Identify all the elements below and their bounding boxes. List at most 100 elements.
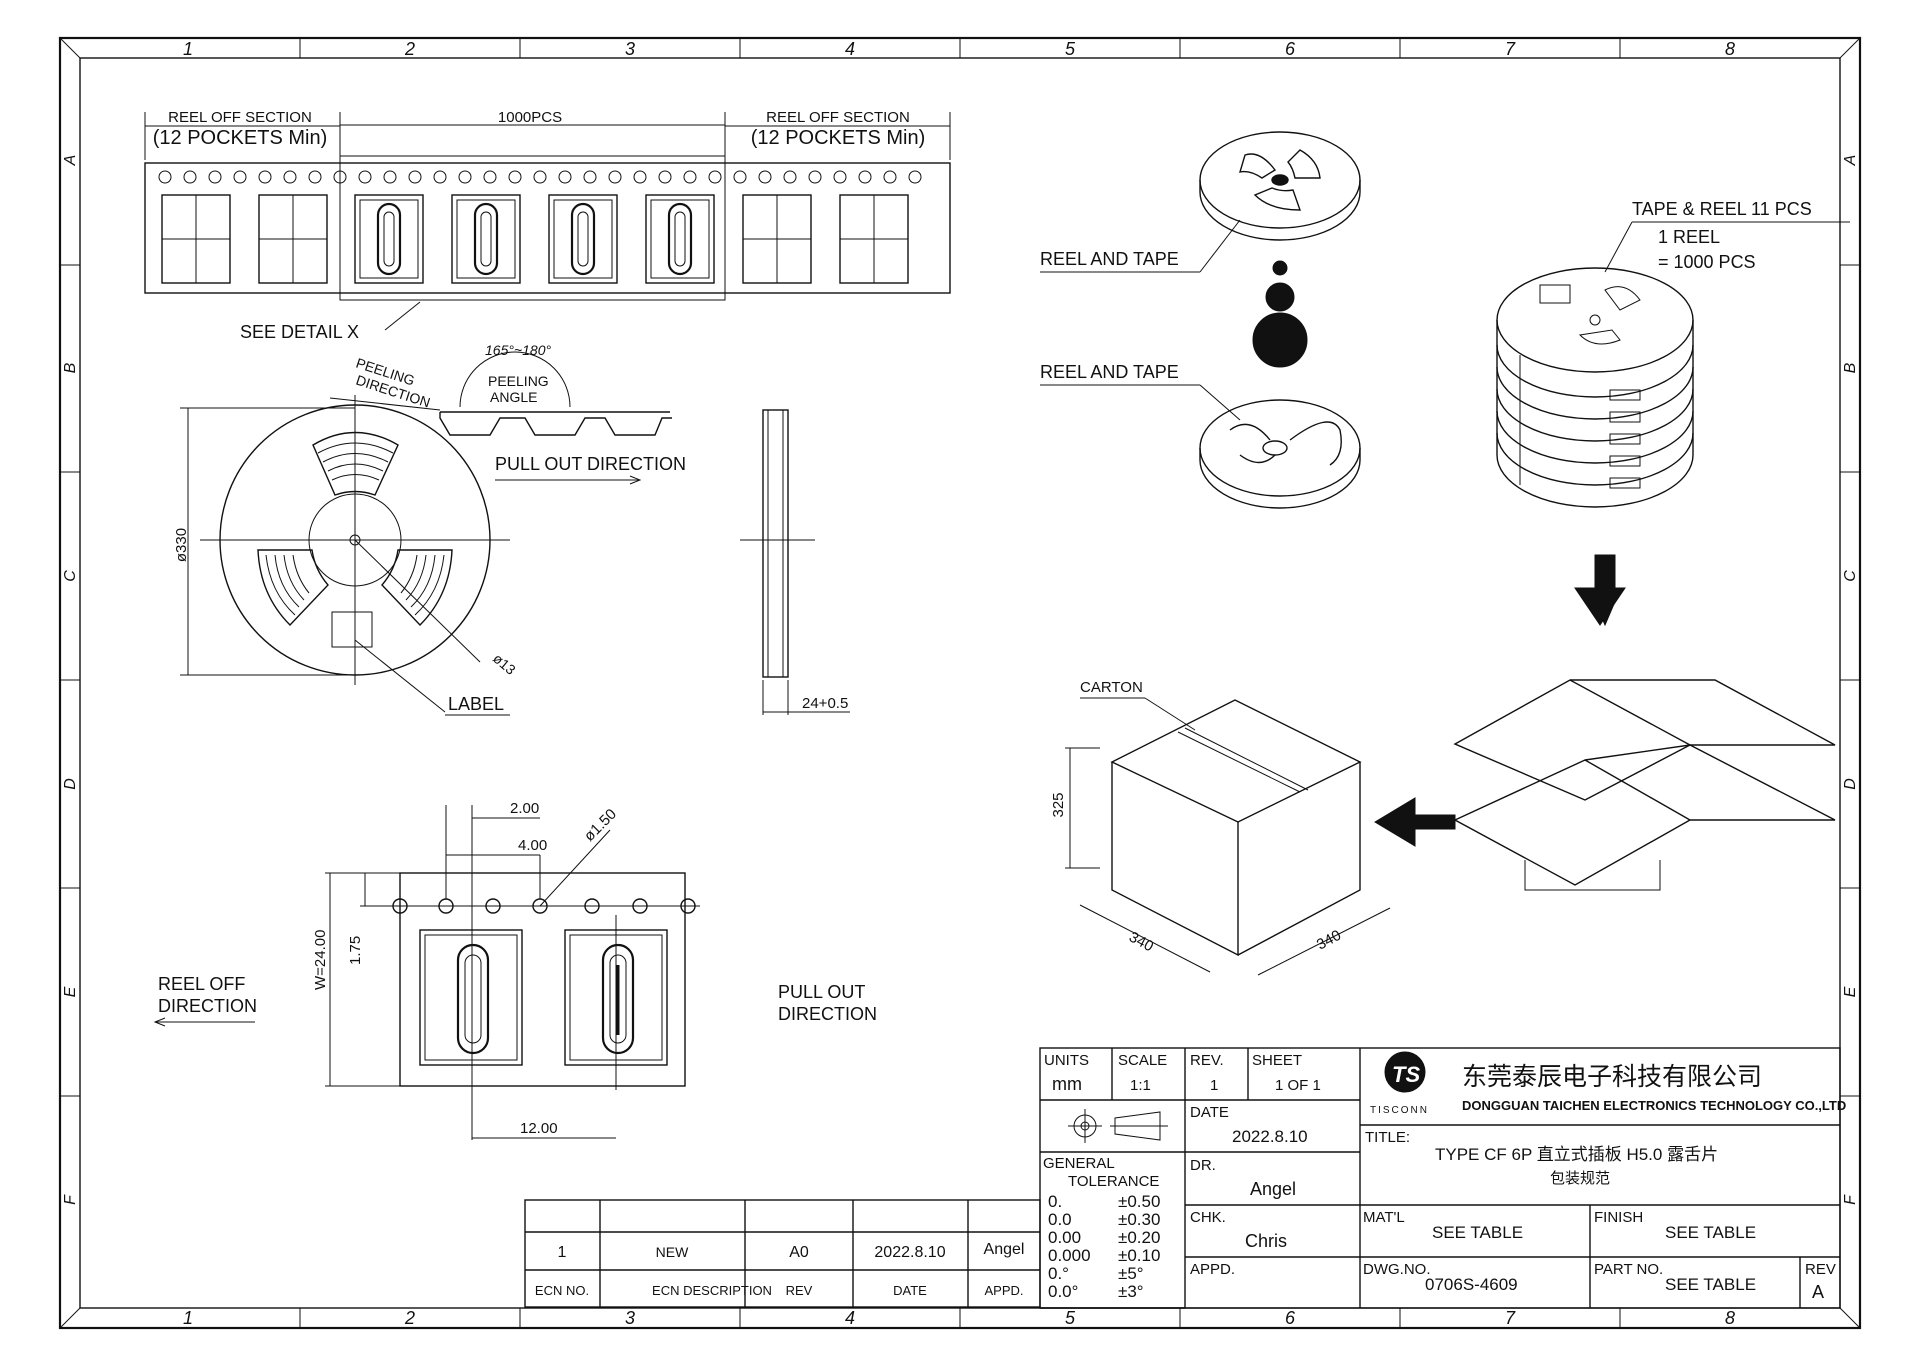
matl-value: SEE TABLE	[1432, 1223, 1523, 1242]
dim-pocket-pitch: 12.00	[520, 1120, 558, 1137]
rev-row-date: 2022.8.10	[874, 1244, 945, 1261]
tol-value: ±3°	[1118, 1282, 1144, 1301]
reel-stack: TAPE & REEL 11 PCS 1 REEL = 1000 PCS	[1496, 199, 1850, 508]
tape-pockets	[161, 194, 909, 284]
part-no-label: PART NO.	[1594, 1261, 1663, 1278]
col-label-bottom: 2	[404, 1308, 415, 1328]
dwg-no-value: 0706S-4609	[1425, 1275, 1518, 1294]
dr-label: DR.	[1190, 1157, 1216, 1174]
dr-value: Angel	[1250, 1179, 1296, 1199]
tol-key: 0.000	[1048, 1246, 1091, 1265]
row-label-right: B	[1842, 362, 1859, 373]
row-label-right: E	[1842, 986, 1859, 997]
dim-hole-diameter: ø1.50	[581, 806, 620, 845]
tol-value: ±5°	[1118, 1264, 1144, 1283]
arrow-left-icon	[1374, 797, 1456, 847]
units-label: UNITS	[1044, 1052, 1089, 1069]
company-logo: TS TISCONN	[1370, 1051, 1429, 1116]
col-label-bottom: 8	[1725, 1308, 1735, 1328]
row-label-left: F	[62, 1194, 79, 1205]
col-label-top: 3	[625, 39, 635, 59]
title-label: TITLE:	[1365, 1129, 1410, 1146]
tol-value: ±0.50	[1118, 1192, 1160, 1211]
hub-diameter-dim: ø13	[490, 650, 519, 678]
reel-off-right-sub: (12 POCKETS Min)	[751, 127, 925, 149]
col-label-top: 6	[1285, 39, 1296, 59]
peeling-angle-line2: ANGLE	[490, 389, 537, 405]
rev-head-rev: REV	[786, 1283, 813, 1298]
title-line-2: 包装规范	[1550, 1170, 1610, 1187]
col-label-bottom: 5	[1065, 1308, 1076, 1328]
pull-out-direction-line1: PULL OUT	[778, 982, 865, 1002]
tol-key: 0.0	[1048, 1210, 1072, 1229]
sheet-label: SHEET	[1252, 1052, 1302, 1069]
col-label-top: 7	[1505, 39, 1516, 59]
col-label-top: 2	[404, 39, 415, 59]
col-label-top: 5	[1065, 39, 1076, 59]
chk-label: CHK.	[1190, 1209, 1226, 1226]
scale-value: 1:1	[1130, 1077, 1151, 1094]
rev-head-appd: APPD.	[984, 1283, 1023, 1298]
units-value: mm	[1052, 1074, 1082, 1094]
logo-subtext: TISCONN	[1370, 1105, 1429, 1116]
col-label-top: 1	[183, 39, 193, 59]
row-label-left: D	[62, 778, 79, 790]
packaging-views: REEL AND TAPE REEL AND TAPE TAPE & REEL …	[1040, 131, 1850, 976]
reel-eq-1: 1 REEL	[1658, 227, 1720, 247]
reel-isometric-bottom	[1199, 399, 1361, 509]
col-label-bottom: 1	[183, 1308, 193, 1328]
drawing-frame: 1 2 3 4 5 6 7 8 1 2 3 4 5 6 7 8 A B C D …	[58, 36, 1862, 1330]
tol-key: 0.°	[1048, 1264, 1069, 1283]
row-label-left: E	[62, 986, 79, 997]
col-label-bottom: 4	[845, 1308, 855, 1328]
reel-isometric-top	[1199, 131, 1361, 241]
finish-label: FINISH	[1594, 1209, 1643, 1226]
reel-front-view: ø330 ø13 LABEL	[173, 395, 519, 716]
tol-value: ±0.20	[1118, 1228, 1160, 1247]
dim-pitch: 4.00	[518, 837, 547, 854]
row-label-right: C	[1842, 570, 1859, 582]
rev-value: 1	[1210, 1077, 1218, 1094]
carton-width-dim: 340	[1126, 929, 1156, 956]
tol-value: ±0.30	[1118, 1210, 1160, 1229]
reel-off-left-title: REEL OFF SECTION	[168, 109, 312, 126]
col-label-bottom: 7	[1505, 1308, 1516, 1328]
rev-label: REV.	[1190, 1052, 1224, 1069]
col-label-bottom: 6	[1285, 1308, 1296, 1328]
projection-symbol-icon	[1068, 1109, 1168, 1143]
rev-head-desc: ECN DESCRIPTION	[652, 1283, 772, 1298]
peeling-angle-line1: PEELING	[488, 373, 549, 389]
row-label-left: C	[62, 570, 79, 582]
general-tolerance-2: TOLERANCE	[1068, 1173, 1159, 1190]
col-label-top: 8	[1725, 39, 1735, 59]
matl-label: MAT'L	[1363, 1209, 1405, 1226]
reel-off-direction-line2: DIRECTION	[158, 996, 257, 1016]
carton-depth-dim: 340	[1314, 927, 1344, 954]
title-block: UNITS mm SCALE 1:1 REV. 1 SHEET 1 OF 1 D…	[1039, 1047, 1846, 1309]
dwg-no-label: DWG.NO.	[1363, 1261, 1431, 1278]
tol-key: 0.	[1048, 1192, 1062, 1211]
closed-carton	[1110, 699, 1362, 957]
rev-row-appd: Angel	[984, 1241, 1025, 1258]
reel-side-view: 24+0.5	[740, 409, 850, 715]
date-value: 2022.8.10	[1232, 1127, 1308, 1146]
see-detail-label: SEE DETAIL X	[240, 322, 359, 342]
carton-height-dim: 325	[1050, 792, 1067, 817]
rev-row-ecn-no: 1	[558, 1244, 567, 1261]
general-tolerance-1: GENERAL	[1043, 1155, 1115, 1172]
tol-value: ±0.10	[1118, 1246, 1160, 1265]
company-name-cn: 东莞泰辰电子科技有限公司	[1462, 1063, 1762, 1091]
detail-sprocket-holes	[392, 898, 696, 914]
col-label-top: 4	[845, 39, 855, 59]
label-callout: LABEL	[448, 694, 504, 714]
tol-key: 0.00	[1048, 1228, 1081, 1247]
revision-table: 1 NEW A0 2022.8.10 Angel ECN NO. ECN DES…	[524, 1199, 1041, 1308]
rev-head-date: DATE	[893, 1283, 927, 1298]
title-line-1: TYPE CF 6P 直立式插板 H5.0 露舌片	[1435, 1145, 1718, 1164]
row-label-right: F	[1842, 1194, 1859, 1205]
open-carton	[1453, 679, 1836, 891]
rev-head-ecn-no: ECN NO.	[535, 1283, 589, 1298]
peeling-diagram: PEELING DIRECTION 165°~180° PEELING ANGL…	[329, 342, 686, 485]
